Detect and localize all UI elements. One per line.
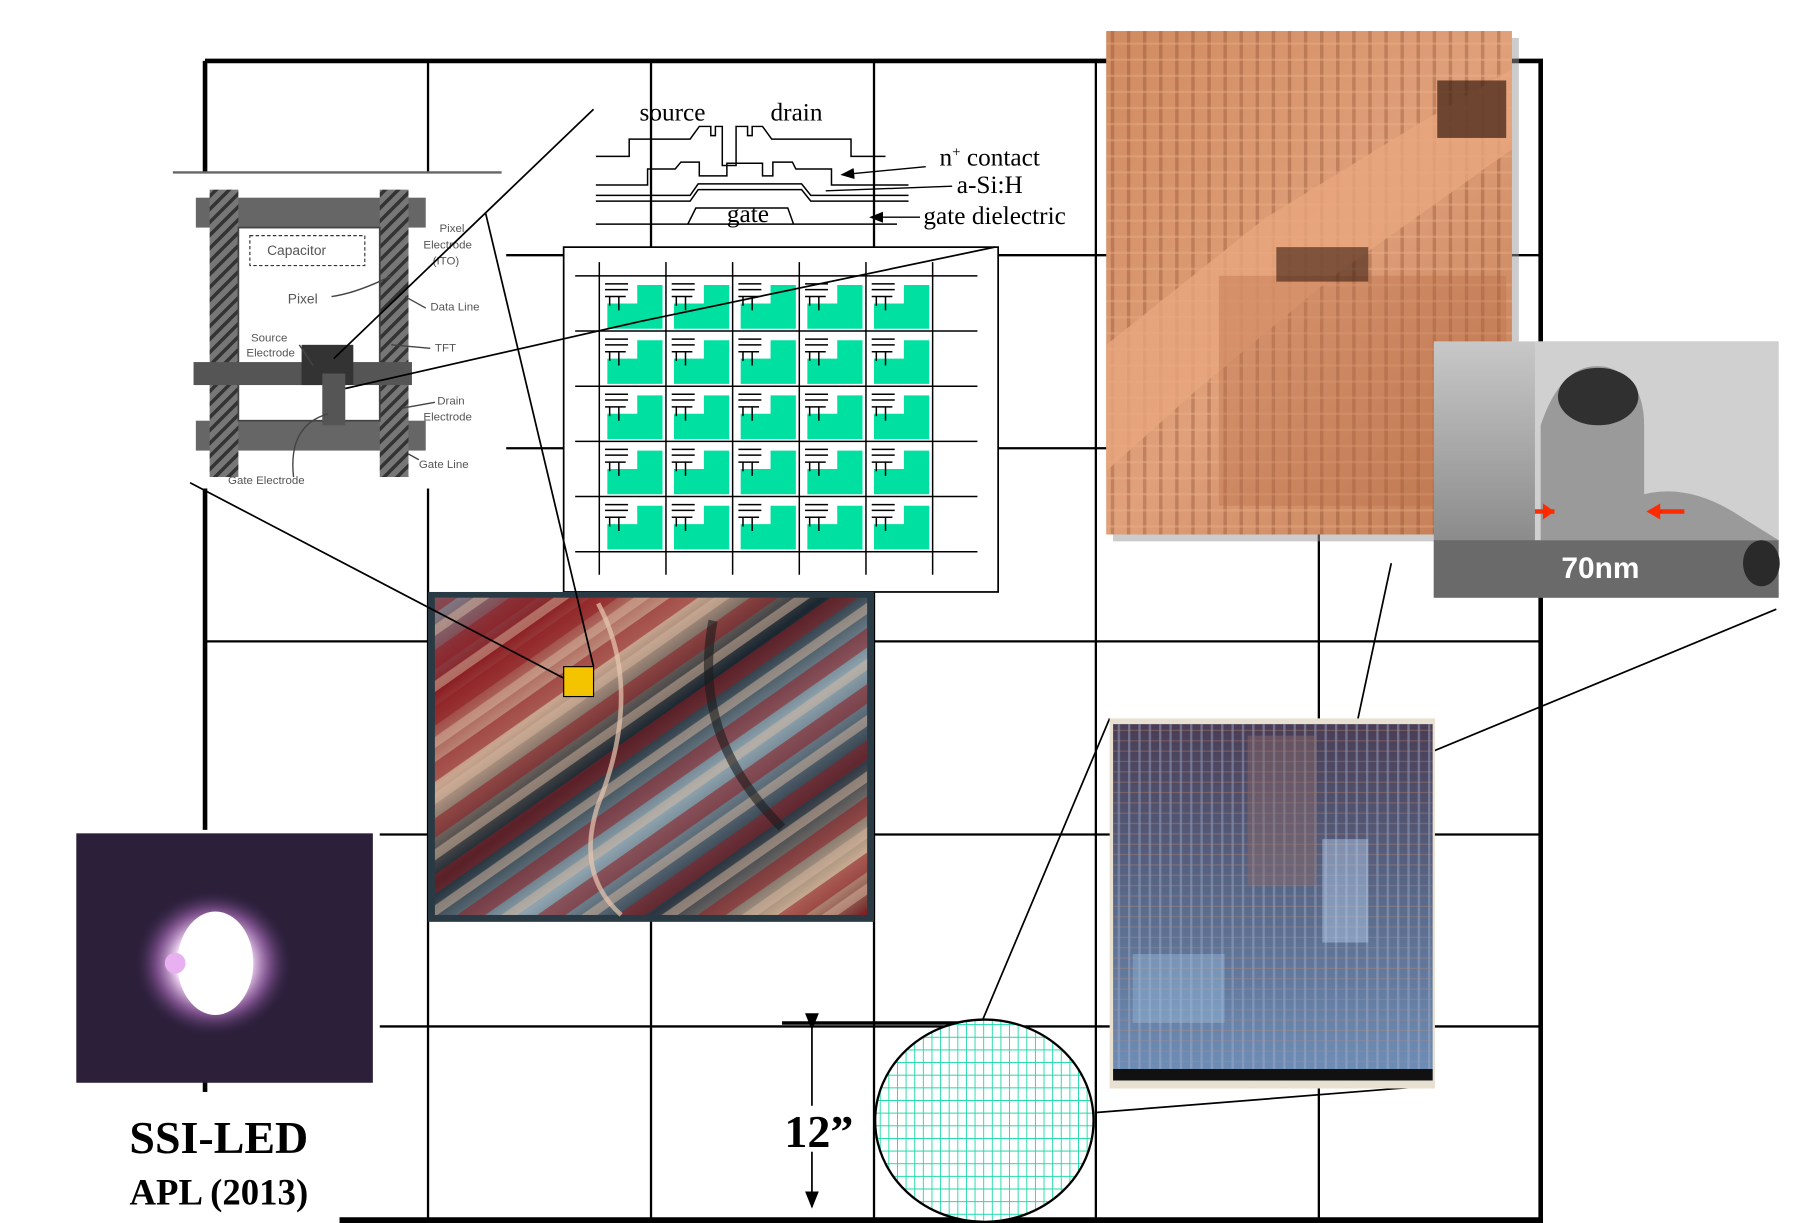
label-data-line: Data Line — [430, 301, 479, 313]
pixel-tft-symbol — [738, 448, 762, 476]
pixel-electrode — [607, 285, 663, 329]
pixel-electrode — [807, 395, 863, 440]
label-a-si-h: a-Si:H — [957, 171, 1023, 199]
pixel-electrode — [674, 450, 730, 495]
label-gate-line: Gate Line — [419, 459, 469, 471]
pixel-electrode — [607, 340, 663, 384]
pixel-tft-symbol — [805, 503, 829, 532]
label-source: source — [640, 99, 706, 127]
led-title: SSI-LED — [129, 1112, 308, 1163]
pixel-electrode — [674, 395, 730, 440]
label-pixel-electrode-3: (ITO) — [433, 255, 460, 267]
pixel-tft-symbol — [671, 393, 695, 421]
pixel-tft-symbol — [671, 338, 695, 366]
tft-cross-section: source drain gate n+ contact a-Si:H gate… — [595, 99, 1066, 230]
microprocessor-die-photo — [1109, 718, 1435, 1089]
led-citation: APL (2013) — [129, 1172, 308, 1213]
pixel-electrode — [874, 395, 930, 440]
tem-scale-label: 70nm — [1561, 552, 1639, 585]
pixel-tft-symbol — [738, 393, 762, 421]
highlight-square — [563, 666, 595, 698]
label-source-electrode-2: Electrode — [246, 347, 295, 359]
pixel-electrode — [607, 450, 663, 495]
pixel-tft-symbol — [805, 448, 829, 476]
label-gate-electrode: Gate Electrode — [228, 475, 305, 487]
pixel-electrode — [674, 285, 730, 329]
pixel-electrode — [874, 450, 930, 495]
pixel-tft-symbol — [671, 448, 695, 476]
pixel-electrode — [740, 340, 796, 384]
pixel-electrode — [807, 340, 863, 384]
pixel-electrode — [607, 505, 663, 550]
label-capacitor: Capacitor — [267, 243, 326, 258]
pixel-tft-symbol — [805, 393, 829, 421]
label-gate-dielectric: gate dielectric — [923, 202, 1065, 230]
pixel-electrode — [740, 285, 796, 329]
pixel-tft-symbol — [605, 338, 629, 366]
label-gate: gate — [727, 200, 769, 228]
pixel-tft-symbol — [605, 283, 629, 311]
pixel-tft-symbol — [605, 448, 629, 476]
label-drain-electrode-2: Electrode — [423, 412, 472, 424]
pixel-tft-symbol — [605, 503, 629, 532]
pixel-tft-symbol — [871, 448, 895, 476]
label-source-electrode-1: Source — [251, 332, 287, 344]
wafer-size-label: 12” — [784, 1106, 853, 1157]
label-drain: drain — [771, 99, 823, 127]
pixel-electrode — [740, 505, 796, 550]
pixel-tft-symbol — [871, 338, 895, 366]
pixel-electrode — [607, 395, 663, 440]
pixel-electrode — [740, 395, 796, 440]
sem-interconnect-photo — [1106, 31, 1519, 542]
label-pixel: Pixel — [288, 291, 318, 306]
pixel-tft-symbol — [871, 393, 895, 421]
pixel-electrode — [674, 340, 730, 384]
pixel-tft-symbol — [871, 283, 895, 311]
pixel-electrode — [874, 340, 930, 384]
pixel-electrode — [807, 450, 863, 495]
pixel-electrode — [740, 450, 796, 495]
wafer: 12” — [782, 1013, 1095, 1223]
pixel-tft-symbol — [871, 503, 895, 532]
pixel-electrode — [874, 285, 930, 329]
pixel-tft-symbol — [738, 283, 762, 311]
pixel-tft-symbol — [738, 338, 762, 366]
tft-pixel-array — [562, 246, 1000, 593]
label-pixel-electrode-1: Pixel — [440, 223, 465, 235]
pixel-electrode — [874, 505, 930, 550]
tft-pixel-schematic: Capacitor Pixel Pixel Electrode (ITO) Da… — [172, 171, 507, 489]
pixel-tft-symbol — [671, 283, 695, 311]
label-n-contact: n+ contact — [940, 144, 1040, 172]
pixel-electrode — [807, 285, 863, 329]
pixel-tft-symbol — [805, 338, 829, 366]
tem-transistor-photo: 70nm — [1433, 341, 1780, 598]
pixel-electrode — [674, 505, 730, 550]
label-pixel-electrode-2: Electrode — [423, 239, 472, 251]
label-drain-electrode-1: Drain — [437, 396, 464, 408]
pixel-tft-symbol — [671, 503, 695, 532]
label-tft: TFT — [435, 343, 456, 355]
ssi-led-photo — [76, 833, 373, 1083]
pixel-electrode — [807, 505, 863, 550]
pixel-tft-symbol — [738, 503, 762, 532]
pixel-tft-symbol — [605, 393, 629, 421]
